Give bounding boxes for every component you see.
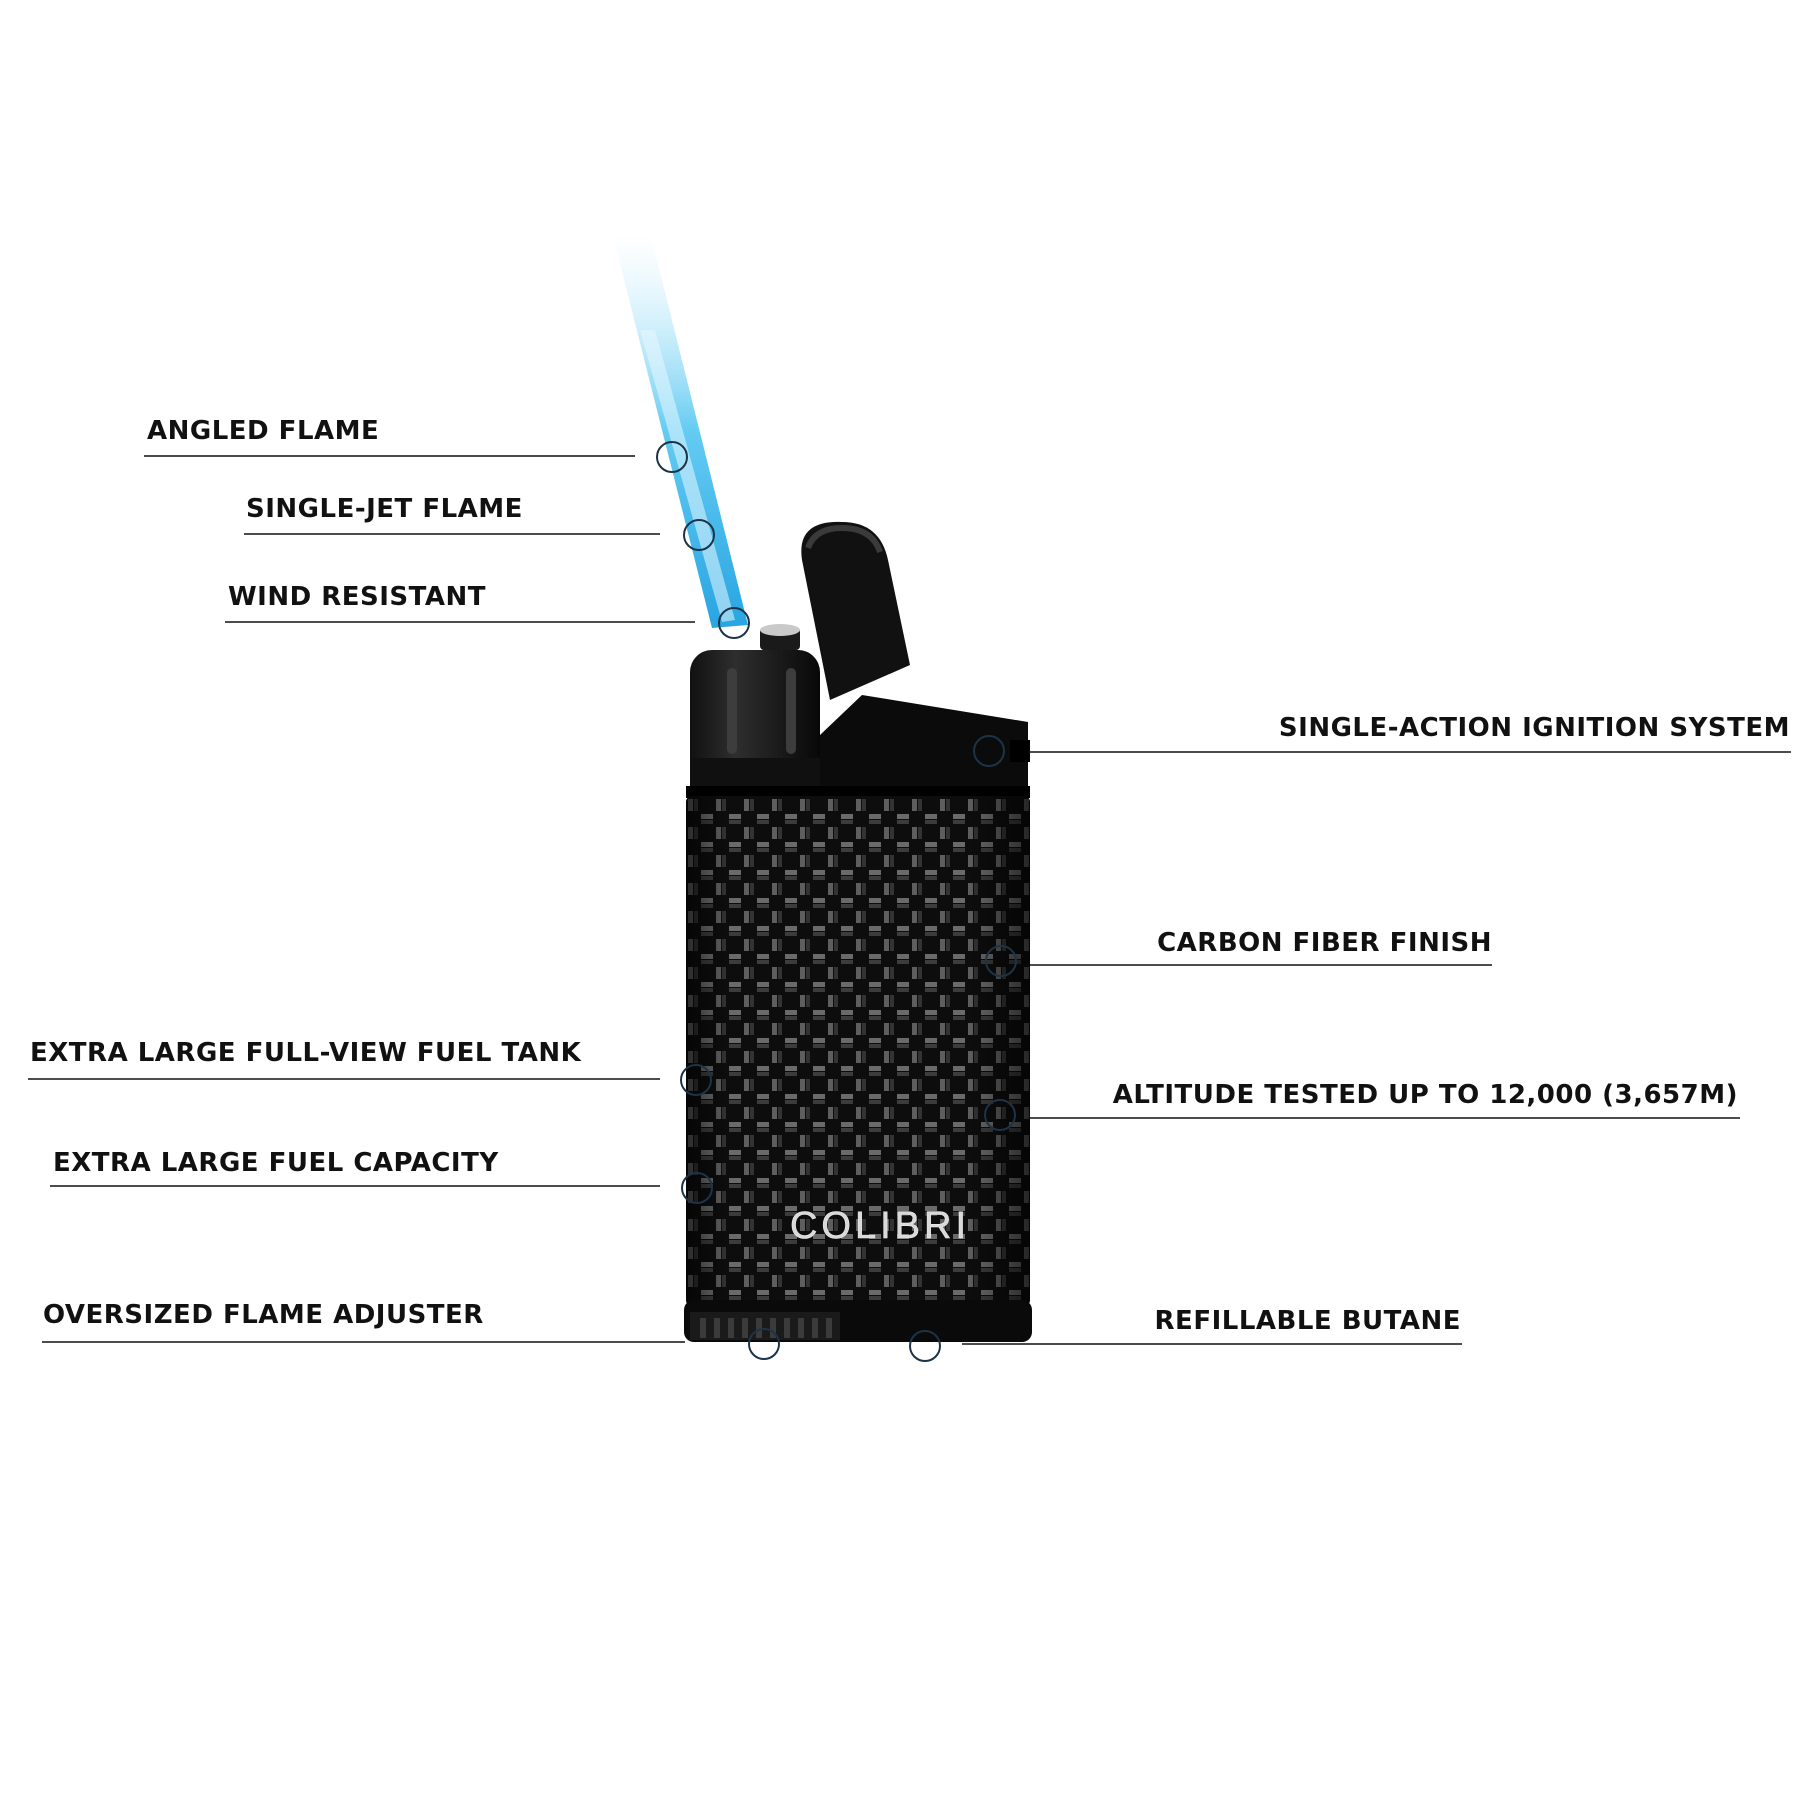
fuel-tank-body xyxy=(686,796,1030,1306)
ignition-button xyxy=(820,695,1028,790)
label-wind-resistant: WIND RESISTANT xyxy=(228,582,486,612)
marker-fuel-tank xyxy=(680,1064,712,1096)
label-angled-flame: ANGLED FLAME xyxy=(147,416,380,446)
marker-wind-resistant xyxy=(718,607,750,639)
callout-markers xyxy=(656,441,1017,1362)
marker-angled-flame xyxy=(656,441,688,473)
label-altitude-tested: ALTITUDE TESTED UP TO 12,000 (3,657M) xyxy=(1112,1080,1738,1110)
base xyxy=(684,1300,1032,1342)
label-single-jet-flame: SINGLE-JET FLAME xyxy=(246,494,523,524)
marker-refillable xyxy=(909,1330,941,1362)
flame xyxy=(612,232,748,628)
label-full-view-fuel-tank: EXTRA LARGE FULL-VIEW FUEL TANK xyxy=(30,1038,582,1068)
marker-ignition xyxy=(973,735,1005,767)
marker-carbon-fiber xyxy=(985,945,1017,977)
flip-lid xyxy=(801,521,910,700)
marker-fuel-capacity xyxy=(681,1172,713,1204)
label-flame-adjuster: OVERSIZED FLAME ADJUSTER xyxy=(43,1300,484,1330)
brand-logo: COLIBRI xyxy=(790,1205,970,1247)
chimney-cap xyxy=(690,650,820,792)
label-refillable-butane: REFILLABLE BUTANE xyxy=(1154,1306,1461,1336)
top-band xyxy=(686,786,1030,798)
marker-altitude xyxy=(984,1099,1016,1131)
label-carbon-fiber-finish: CARBON FIBER FINISH xyxy=(1157,928,1492,958)
label-fuel-capacity: EXTRA LARGE FUEL CAPACITY xyxy=(53,1148,499,1178)
marker-flame-adjuster xyxy=(748,1328,780,1360)
leader-lines xyxy=(28,455,1791,1345)
label-ignition-system: SINGLE-ACTION IGNITION SYSTEM xyxy=(1278,713,1790,743)
marker-single-jet-flame xyxy=(683,519,715,551)
